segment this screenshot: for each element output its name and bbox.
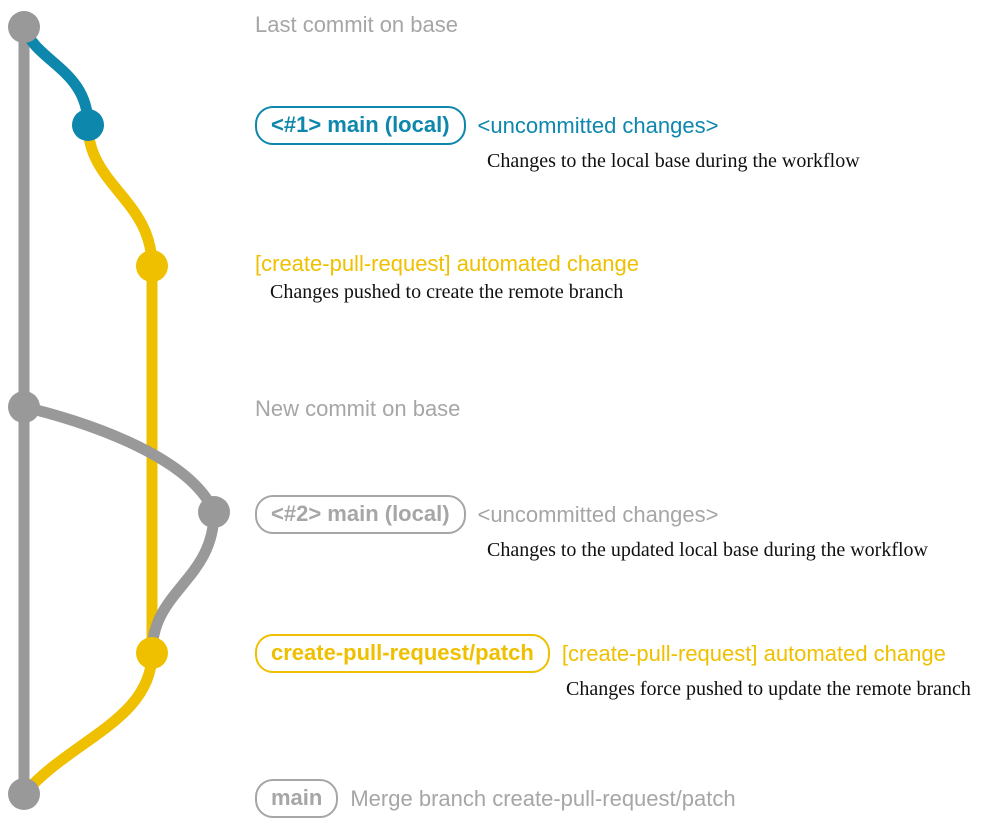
node-automated-2 (136, 637, 168, 669)
edge-local2-to-automated2 (146, 506, 220, 659)
row-local-base-1: <#1> main (local) <uncommitted changes> … (0, 106, 981, 173)
edge-automated2-to-merge (18, 647, 158, 800)
row-new-commit-on-base: New commit on base (0, 396, 981, 422)
badge-ref-main-local-2[interactable]: <#2> main (local) (255, 495, 466, 535)
node-base-new (8, 391, 40, 423)
heading-new-commit-on-base: New commit on base (255, 396, 461, 421)
node-merge (8, 778, 40, 810)
row-merge-commit: main Merge branch create-pull-request/pa… (0, 779, 981, 819)
node-automated-1 (136, 250, 168, 282)
row-automated-change-2: create-pull-request/patch [create-pull-r… (0, 634, 981, 701)
badge-ref-main-local-1[interactable]: <#1> main (local) (255, 106, 466, 146)
subject-uncommitted-changes-1: <uncommitted changes> (477, 113, 719, 138)
description-local-base-2: Changes to the updated local base during… (487, 539, 928, 562)
description-local-base-1: Changes to the local base during the wor… (487, 150, 860, 173)
row-local-base-2: <#2> main (local) <uncommitted changes> … (0, 495, 981, 562)
description-automated-change-2: Changes force pushed to update the remot… (566, 678, 971, 701)
node-local-2 (198, 496, 230, 528)
badge-ref-main[interactable]: main (255, 779, 339, 819)
edge-base-to-local2 (18, 401, 220, 518)
edge-local1-to-automated1 (82, 119, 158, 272)
subject-automated-change-1: [create-pull-request] automated change (255, 251, 640, 276)
subject-uncommitted-changes-2: <uncommitted changes> (477, 502, 719, 527)
node-local-1 (72, 109, 104, 141)
row-automated-change-1: [create-pull-request] automated change C… (0, 251, 981, 304)
heading-last-commit-on-base: Last commit on base (255, 12, 458, 37)
badge-ref-create-pull-request-patch[interactable]: create-pull-request/patch (255, 634, 550, 674)
row-last-commit-on-base: Last commit on base (0, 12, 981, 38)
subject-merge-commit: Merge branch create-pull-request/patch (350, 786, 736, 811)
subject-automated-change-2: [create-pull-request] automated change (561, 641, 946, 666)
node-base-last (8, 11, 40, 43)
description-automated-change-1: Changes pushed to create the remote bran… (270, 281, 624, 304)
commit-nodes (8, 11, 230, 810)
